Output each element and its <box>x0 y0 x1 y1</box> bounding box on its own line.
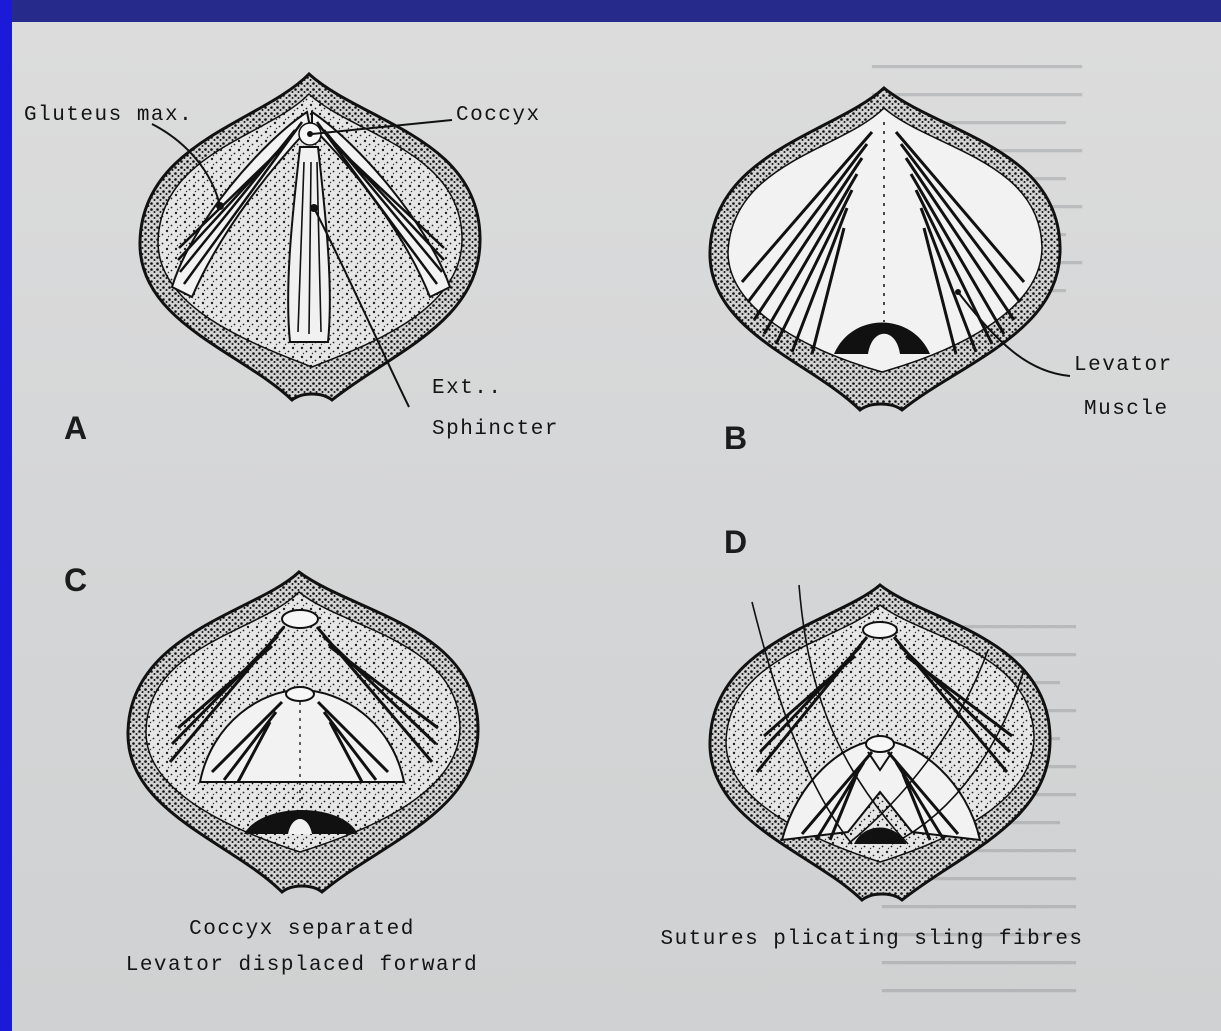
pelvic-diagram-d <box>710 585 1050 900</box>
anatomy-illustrations <box>12 22 1221 1031</box>
panel-letter-a: A <box>64 410 87 447</box>
label-levator: Levator <box>1074 354 1173 377</box>
label-muscle: Muscle <box>1084 398 1169 421</box>
pelvic-diagram-b <box>710 88 1070 410</box>
textbook-page: ▁▁▁▁▁▁▁▁▁▁▁▁▁▁▁▁▁▁▁▁▁▁▁▁▁▁▁▁▁▁▁▁▁▁▁▁▁▁▁▁… <box>12 22 1221 1031</box>
label-gluteus-max: Gluteus max. <box>24 104 193 127</box>
label-ext: Ext.. <box>432 377 503 400</box>
panel-letter-d: D <box>724 524 747 561</box>
caption-d: Sutures plicating sling fibres <box>592 922 1152 958</box>
label-sphincter: Sphincter <box>432 418 559 441</box>
caption-c: Coccyx separated Levator displaced forwa… <box>72 912 532 984</box>
pelvic-diagram-c <box>128 572 478 892</box>
panel-letter-b: B <box>724 420 747 457</box>
label-coccyx: Coccyx <box>456 104 541 127</box>
caption-d-line-1: Sutures plicating sling fibres <box>592 922 1152 958</box>
caption-c-line-2: Levator displaced forward <box>72 948 532 984</box>
panel-letter-c: C <box>64 562 87 599</box>
caption-c-line-1: Coccyx separated <box>72 912 532 948</box>
